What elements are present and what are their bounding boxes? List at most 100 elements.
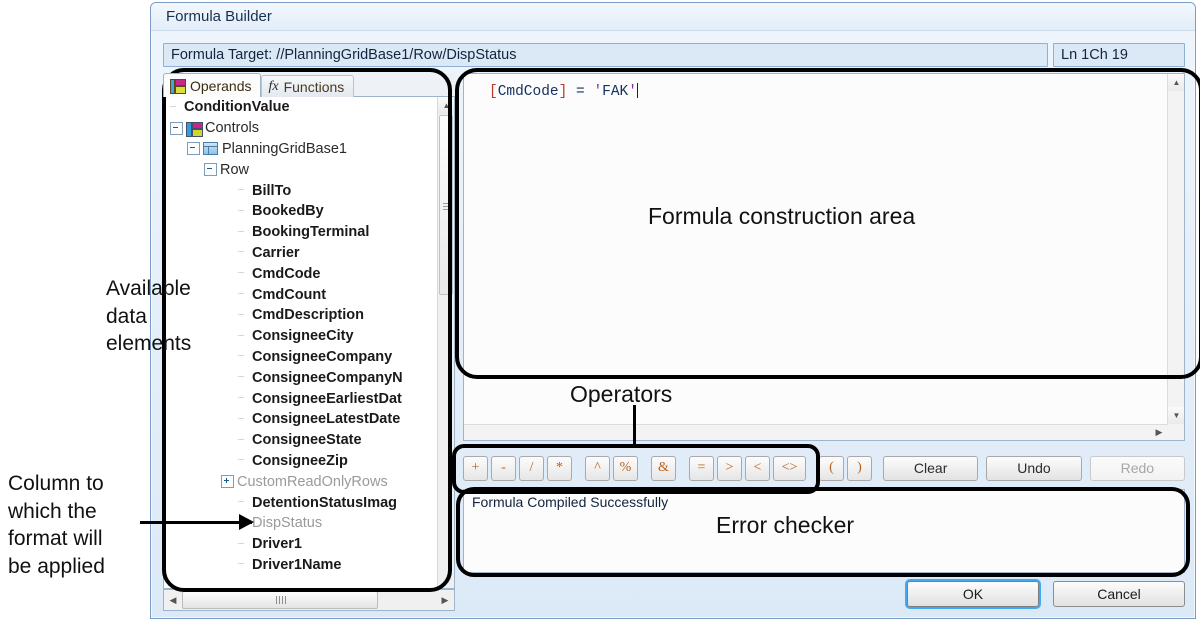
- collapse-icon[interactable]: [170, 121, 183, 135]
- tree-item-label: ConsigneeCompany: [252, 348, 393, 365]
- tree-item-label: ConsigneeState: [252, 432, 362, 449]
- editor-vertical-scrollbar[interactable]: ▲ ▼: [1167, 74, 1184, 424]
- tree-item-cmddescription[interactable]: ┈CmdDescription: [164, 305, 437, 326]
- expand-icon[interactable]: [221, 475, 234, 489]
- operands-icon: [170, 79, 186, 94]
- tree-connector-icon: ┈: [170, 101, 178, 113]
- editor-scroll-down-icon[interactable]: ▼: [1168, 407, 1184, 424]
- operator-button-equals[interactable]: =: [689, 455, 714, 481]
- operator-button-close-paren[interactable]: ): [847, 455, 872, 481]
- tree-item-billto[interactable]: ┈BillTo: [164, 180, 437, 201]
- tree-vertical-scrollbar[interactable]: ▲: [437, 97, 454, 588]
- scroll-left-icon[interactable]: ◀: [169, 594, 177, 605]
- annotation-column-to-which: Column to which the format will be appli…: [8, 472, 105, 579]
- tab-functions-label: Functions: [283, 78, 345, 95]
- ok-button[interactable]: OK: [907, 581, 1039, 607]
- tree-item-label: ConsigneeZip: [252, 452, 348, 469]
- tree-item-consigneecompany[interactable]: ┈ ConsigneeCompany: [164, 347, 437, 368]
- cancel-button[interactable]: Cancel: [1053, 581, 1185, 607]
- undo-button[interactable]: Undo: [986, 455, 1082, 481]
- tree-item-bookedby[interactable]: ┈ BookedBy: [164, 201, 437, 222]
- window-title: Formula Builder: [151, 3, 1195, 31]
- tree-item-customreadonlyrows[interactable]: CustomReadOnlyRows: [164, 471, 437, 492]
- tree-item-consigneecompanyn[interactable]: ┈ConsigneeCompanyN: [164, 367, 437, 388]
- operator-button-open-paren[interactable]: (: [819, 455, 844, 481]
- tree-item-label: CmdCount: [252, 286, 327, 303]
- tree-connector-icon: ┈: [238, 497, 246, 509]
- formula-token-bracket: ]: [558, 84, 568, 100]
- tree-item-consigneecity[interactable]: ┈ConsigneeCity: [164, 326, 437, 347]
- scroll-up-icon[interactable]: ▲: [438, 97, 454, 114]
- clear-button[interactable]: Clear: [883, 455, 979, 481]
- tree-connector-icon: ┈: [238, 185, 246, 197]
- operator-toolbar: +-/* ^%&=><<> () Clear Undo Redo: [463, 451, 1185, 485]
- tree-item-label: Driver1: [252, 536, 302, 553]
- tree-item-consigneestate[interactable]: ┈ ConsigneeState: [164, 430, 437, 451]
- tab-operands-label: Operands: [190, 77, 252, 94]
- operator-button-multiply[interactable]: *: [547, 455, 572, 481]
- tree-item-label: CmdDescription: [252, 307, 364, 324]
- tab-functions[interactable]: fx Functions: [261, 75, 355, 97]
- tree-item-consigneeearliestdat[interactable]: ┈ConsigneeEarliestDat: [164, 388, 437, 409]
- error-checker-panel: Formula Compiled Successfully: [463, 489, 1185, 573]
- tab-filler: [354, 96, 455, 97]
- tree-item-consigneezip[interactable]: ┈ ConsigneeZip: [164, 451, 437, 472]
- editor-scroll-corner: [1168, 424, 1184, 440]
- operator-button-minus[interactable]: -: [491, 455, 516, 481]
- tree-connector-icon: ┈: [238, 455, 246, 467]
- tree-item-controls[interactable]: Controls: [164, 118, 437, 139]
- hscroll-track[interactable]: [182, 591, 436, 609]
- fx-icon: fx: [268, 78, 279, 94]
- formula-editor[interactable]: [CmdCode] = 'FAK' ▲ ▼ ▶: [463, 73, 1185, 441]
- operator-button-less[interactable]: <: [745, 455, 770, 481]
- scroll-right-icon[interactable]: ▶: [441, 594, 449, 605]
- editor-scroll-right-icon[interactable]: ▶: [1155, 427, 1163, 437]
- tree-item-consigneelatestdate[interactable]: ┈ConsigneeLatestDate: [164, 409, 437, 430]
- tree-item-label: DetentionStatusImag: [252, 494, 398, 511]
- editor-scroll-up-icon[interactable]: ▲: [1168, 74, 1184, 91]
- tree-item-cmdcount[interactable]: ┈CmdCount: [164, 284, 437, 305]
- operator-button-plus[interactable]: +: [463, 455, 488, 481]
- tab-operands[interactable]: Operands: [163, 73, 262, 97]
- operator-button-notequal[interactable]: <>: [773, 455, 806, 481]
- controls-icon: [186, 121, 203, 137]
- tree-connector-icon: ┈: [238, 559, 246, 571]
- tree-horizontal-scrollbar[interactable]: ◀ ▶: [163, 589, 455, 611]
- redo-button: Redo: [1089, 455, 1185, 481]
- tree-connector-icon: ┈: [238, 226, 246, 238]
- formula-target-field[interactable]: Formula Target: //PlanningGridBase1/Row/…: [163, 43, 1048, 67]
- tree-item-label: BookedBy: [252, 203, 324, 220]
- operator-button-greater[interactable]: >: [717, 455, 742, 481]
- tree-connector-icon: ┈: [238, 372, 246, 384]
- tree-item-detentionstatusimag[interactable]: ┈ DetentionStatusImag: [164, 492, 437, 513]
- tree-item-cmdcode[interactable]: ┈ CmdCode: [164, 263, 437, 284]
- tree-item-carrier[interactable]: ┈Carrier: [164, 243, 437, 264]
- formula-target-row: Formula Target: //PlanningGridBase1/Row/…: [163, 43, 1185, 67]
- tree-connector-icon: ┈: [238, 205, 246, 217]
- editor-horizontal-scrollbar[interactable]: ▶: [464, 424, 1168, 440]
- formula-token-identifier: CmdCode: [497, 84, 559, 100]
- operator-button-divide[interactable]: /: [519, 455, 544, 481]
- tree-connector-icon: ┈: [238, 434, 246, 446]
- tree-item-conditionvalue[interactable]: ┈ConditionValue: [164, 97, 437, 118]
- operator-button-percent[interactable]: %: [613, 455, 638, 481]
- hscroll-thumb[interactable]: [182, 591, 378, 609]
- tree-item-label: BookingTerminal: [252, 224, 370, 241]
- formula-token-quote: ': [628, 84, 637, 100]
- tree-item-label: CmdCode: [252, 265, 321, 282]
- tree-connector-icon: ┈: [238, 330, 246, 342]
- tree-item-planninggridbase1[interactable]: PlanningGridBase1: [164, 139, 437, 160]
- tree-item-bookingterminal[interactable]: ┈ BookingTerminal: [164, 222, 437, 243]
- collapse-icon[interactable]: [187, 142, 200, 156]
- tree-connector-icon: ┈: [238, 351, 246, 363]
- operator-button-power[interactable]: ^: [585, 455, 610, 481]
- tree-connector-icon: ┈: [238, 268, 246, 280]
- tree-item-driver1[interactable]: ┈Driver1: [164, 534, 437, 555]
- tree-item-driver1name[interactable]: ┈Driver1Name: [164, 555, 437, 576]
- tree-item-row[interactable]: Row: [164, 159, 437, 180]
- collapse-icon[interactable]: [204, 163, 217, 177]
- tree-scroll-thumb[interactable]: [439, 115, 453, 295]
- operator-button-concat[interactable]: &: [651, 455, 676, 481]
